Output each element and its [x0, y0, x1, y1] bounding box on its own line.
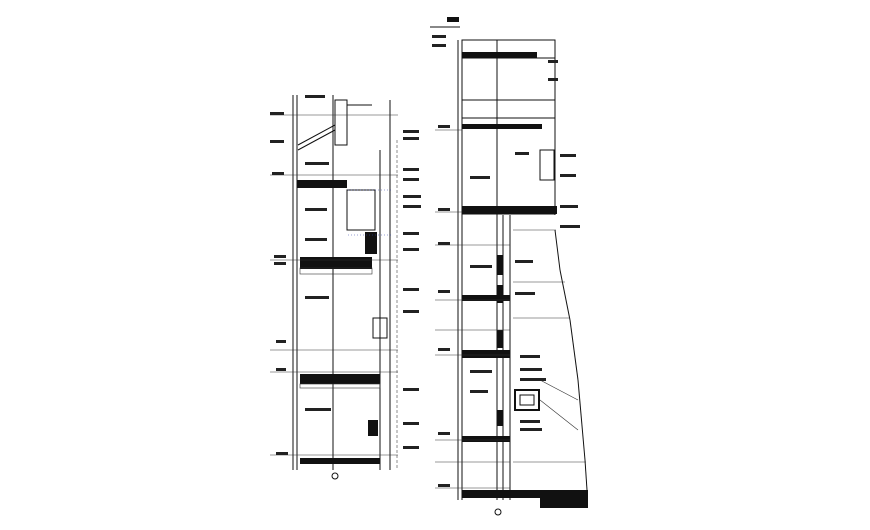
right-mid-slab — [462, 206, 557, 214]
right-window-box — [514, 389, 540, 411]
left-beam-1 — [365, 232, 377, 254]
right-ground-slab — [462, 490, 562, 498]
left-wall-section — [270, 95, 421, 480]
right-beam-4 — [497, 410, 503, 426]
right-beam-1 — [497, 255, 503, 275]
left-section-marker-icon — [331, 472, 339, 480]
left-slab-2 — [300, 257, 372, 269]
right-leader-1 — [539, 379, 579, 401]
left-slab-3 — [300, 374, 380, 384]
right-facade-d — [577, 379, 586, 461]
left-roof-slope-2 — [297, 129, 336, 151]
left-slab-4 — [300, 458, 380, 464]
left-window-frame-1 — [346, 189, 376, 231]
right-upper-slab — [462, 124, 542, 129]
right-facade-c — [569, 319, 579, 381]
right-window-pane — [519, 394, 535, 406]
right-slab-4 — [462, 350, 510, 358]
left-callouts — [270, 95, 421, 455]
right-upper-window — [539, 149, 555, 181]
right-wall-section — [430, 17, 588, 516]
left-slab-roof — [297, 180, 347, 188]
right-facade-e — [584, 459, 588, 491]
left-parapet — [334, 99, 348, 146]
right-title-mark — [447, 17, 459, 22]
right-slab-5 — [462, 436, 510, 442]
right-beam-3 — [497, 330, 503, 348]
right-leader-2 — [539, 399, 579, 431]
left-roof-slope — [297, 124, 336, 146]
left-floor-finish — [299, 267, 373, 275]
right-slab-3 — [462, 295, 510, 301]
left-beam-2 — [368, 420, 378, 436]
right-foundation — [540, 490, 588, 508]
right-facade-a — [554, 229, 561, 271]
right-facade-b — [559, 269, 571, 321]
left-floor-finish-2 — [299, 383, 381, 389]
right-top-slab — [462, 52, 537, 58]
right-callouts — [432, 35, 580, 487]
left-window-frame-2 — [372, 317, 388, 339]
right-beam-2 — [497, 285, 503, 303]
right-upper-room — [461, 117, 556, 215]
right-section-marker-icon — [494, 508, 502, 516]
